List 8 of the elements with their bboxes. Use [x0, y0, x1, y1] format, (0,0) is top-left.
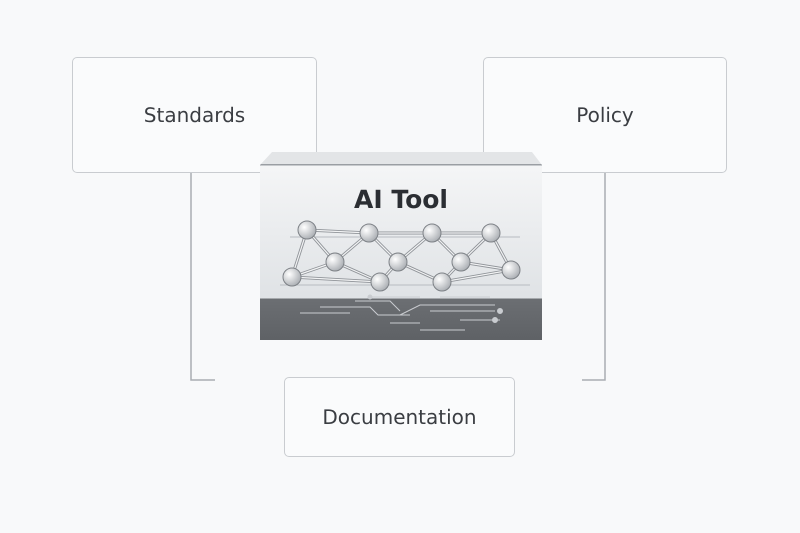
- box-label: Policy: [576, 103, 634, 127]
- box-label: Standards: [144, 103, 246, 127]
- box-label: Documentation: [322, 405, 477, 429]
- tool-block: [260, 152, 542, 340]
- block-title: AI Tool: [354, 185, 448, 214]
- label-box: [72, 57, 317, 173]
- label-box: [483, 57, 727, 173]
- label-box: [284, 377, 515, 457]
